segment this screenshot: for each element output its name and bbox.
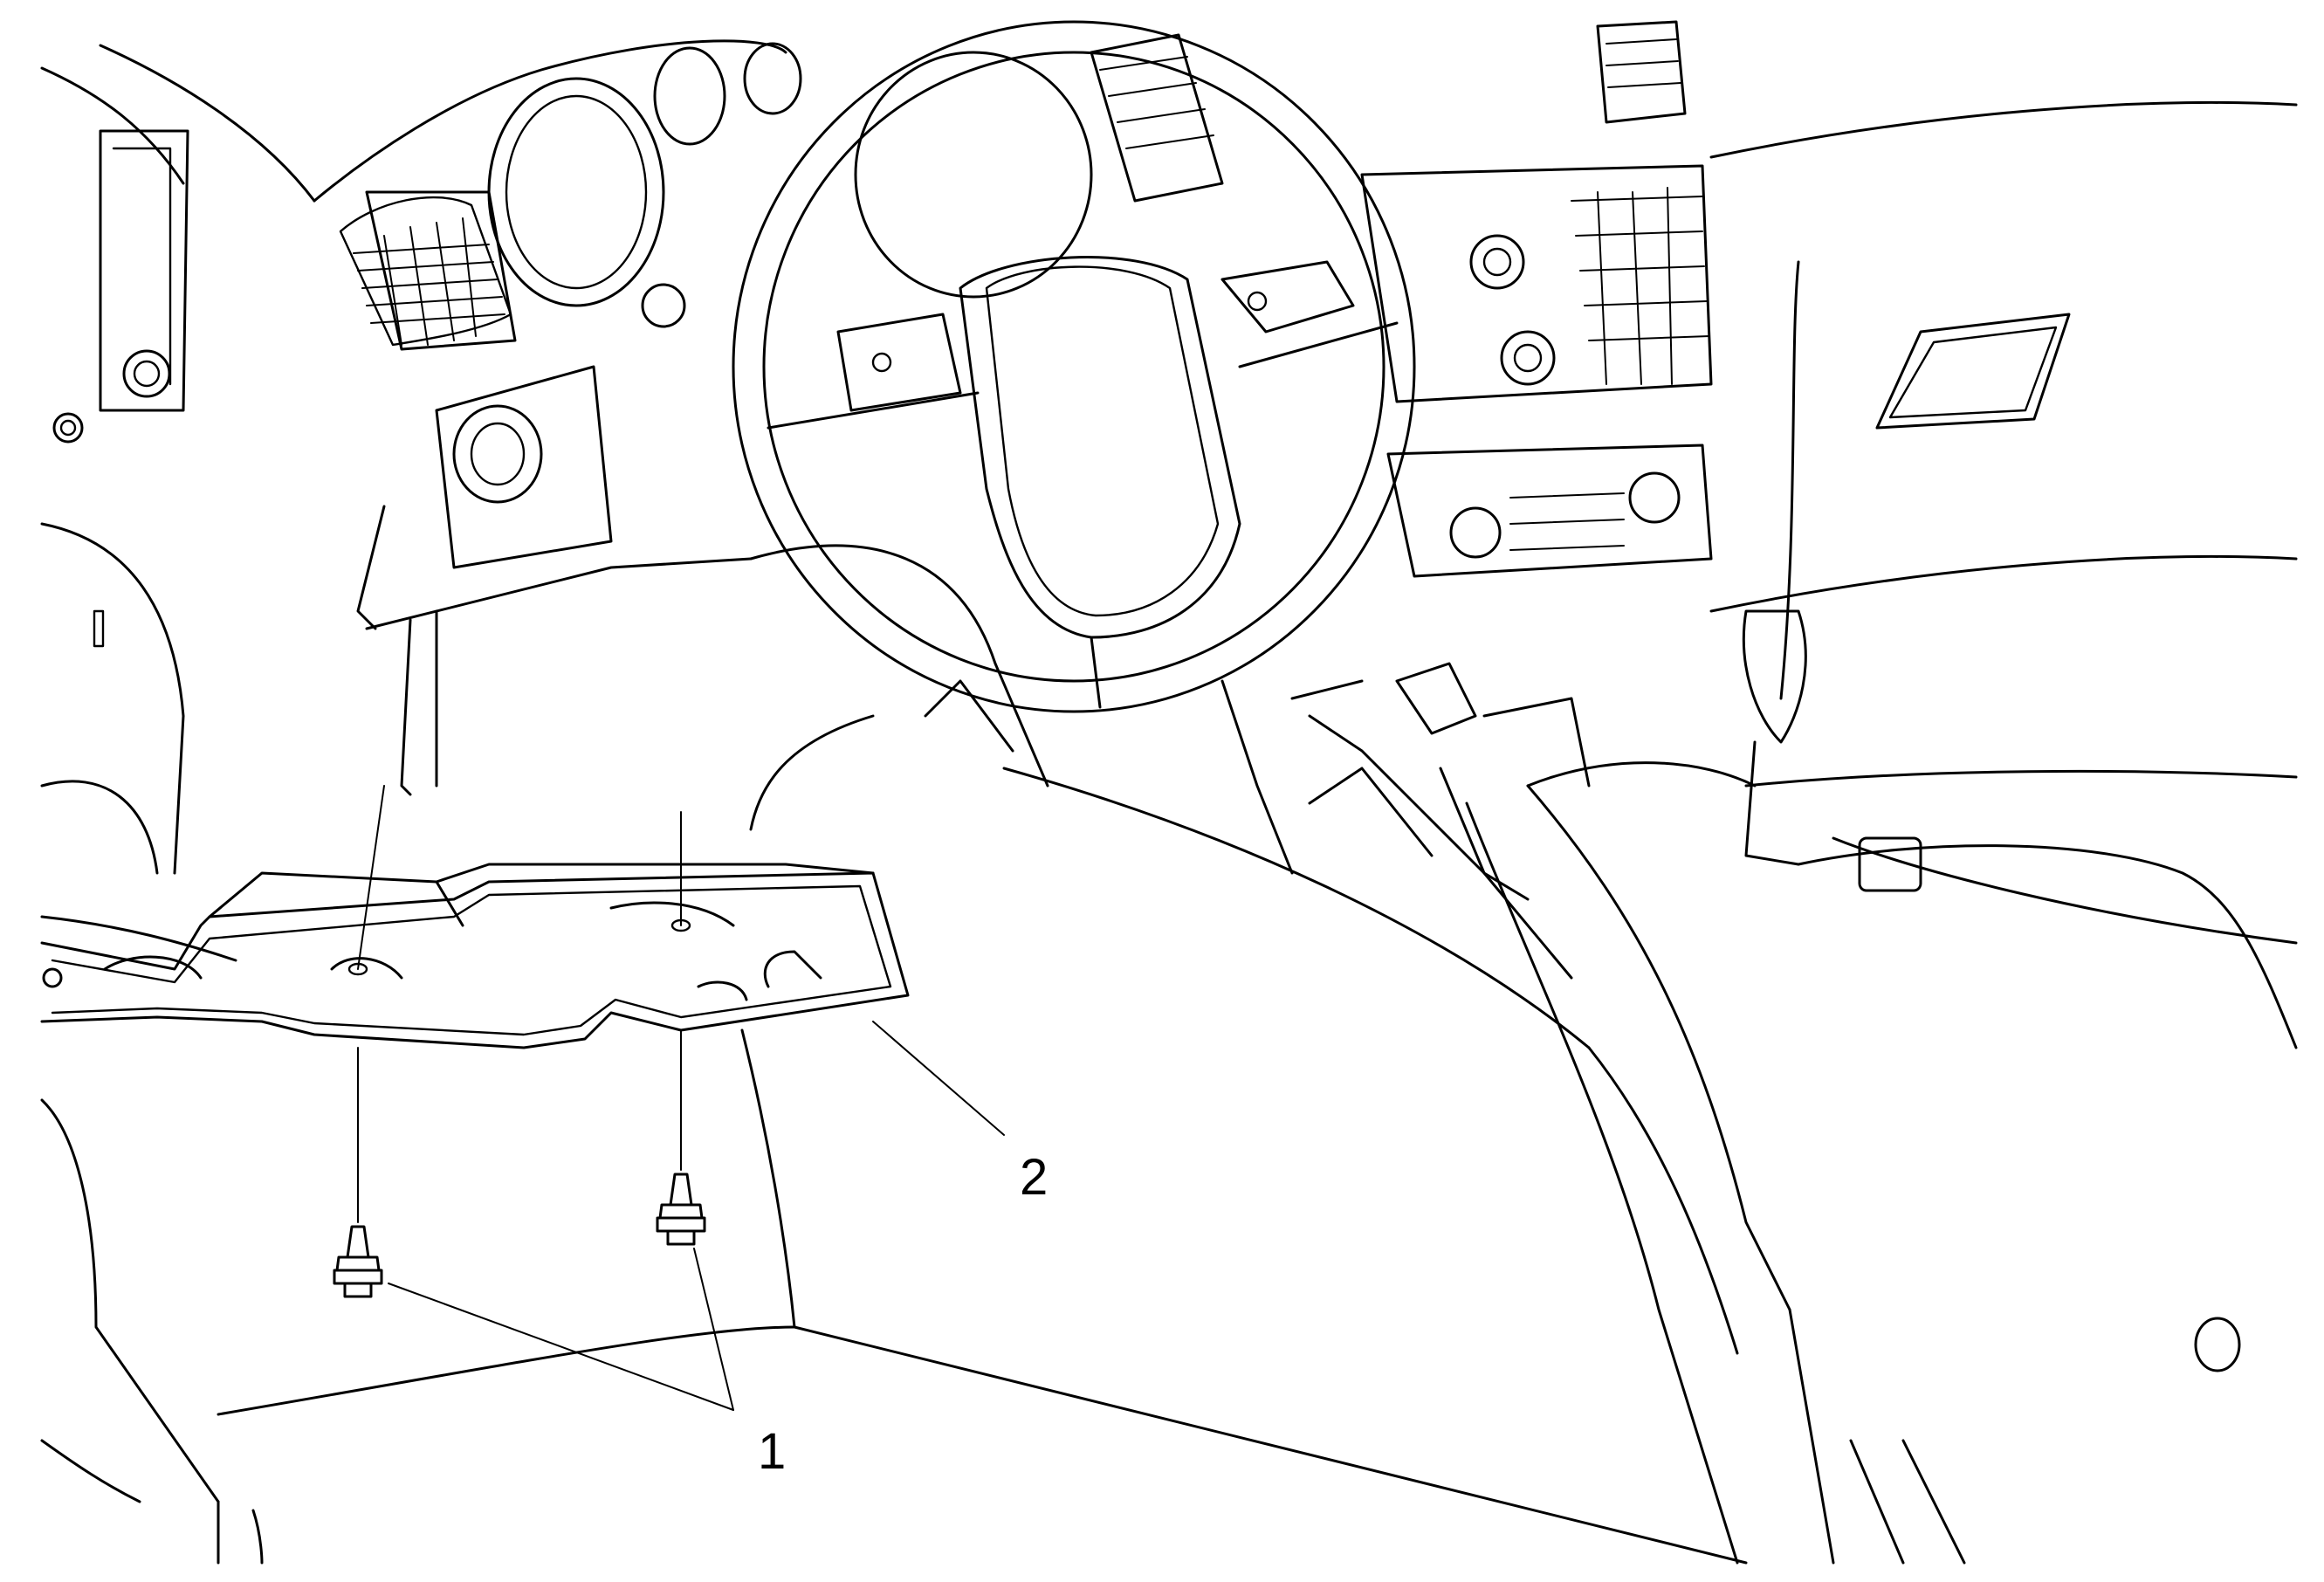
- left-door-frame: [40, 44, 316, 1565]
- push-pin-fastener-left: [333, 1225, 383, 1298]
- instrument-panel: [313, 39, 802, 796]
- right-dashboard: [1709, 101, 2298, 1372]
- steering-wheel: [732, 20, 1416, 713]
- center-stack: [1090, 20, 1713, 578]
- knee-bolster-panel: [40, 863, 910, 1049]
- push-pin-fastener-right: [656, 1173, 706, 1246]
- callout-2-label: 2: [1020, 1149, 1048, 1206]
- callout-1-label: 1: [758, 1423, 786, 1480]
- leader-lines: [388, 1021, 1005, 1411]
- center-console: [1465, 609, 2298, 1565]
- fastener-alignment-lines: [357, 785, 682, 1223]
- lower-dash: [217, 544, 1748, 1565]
